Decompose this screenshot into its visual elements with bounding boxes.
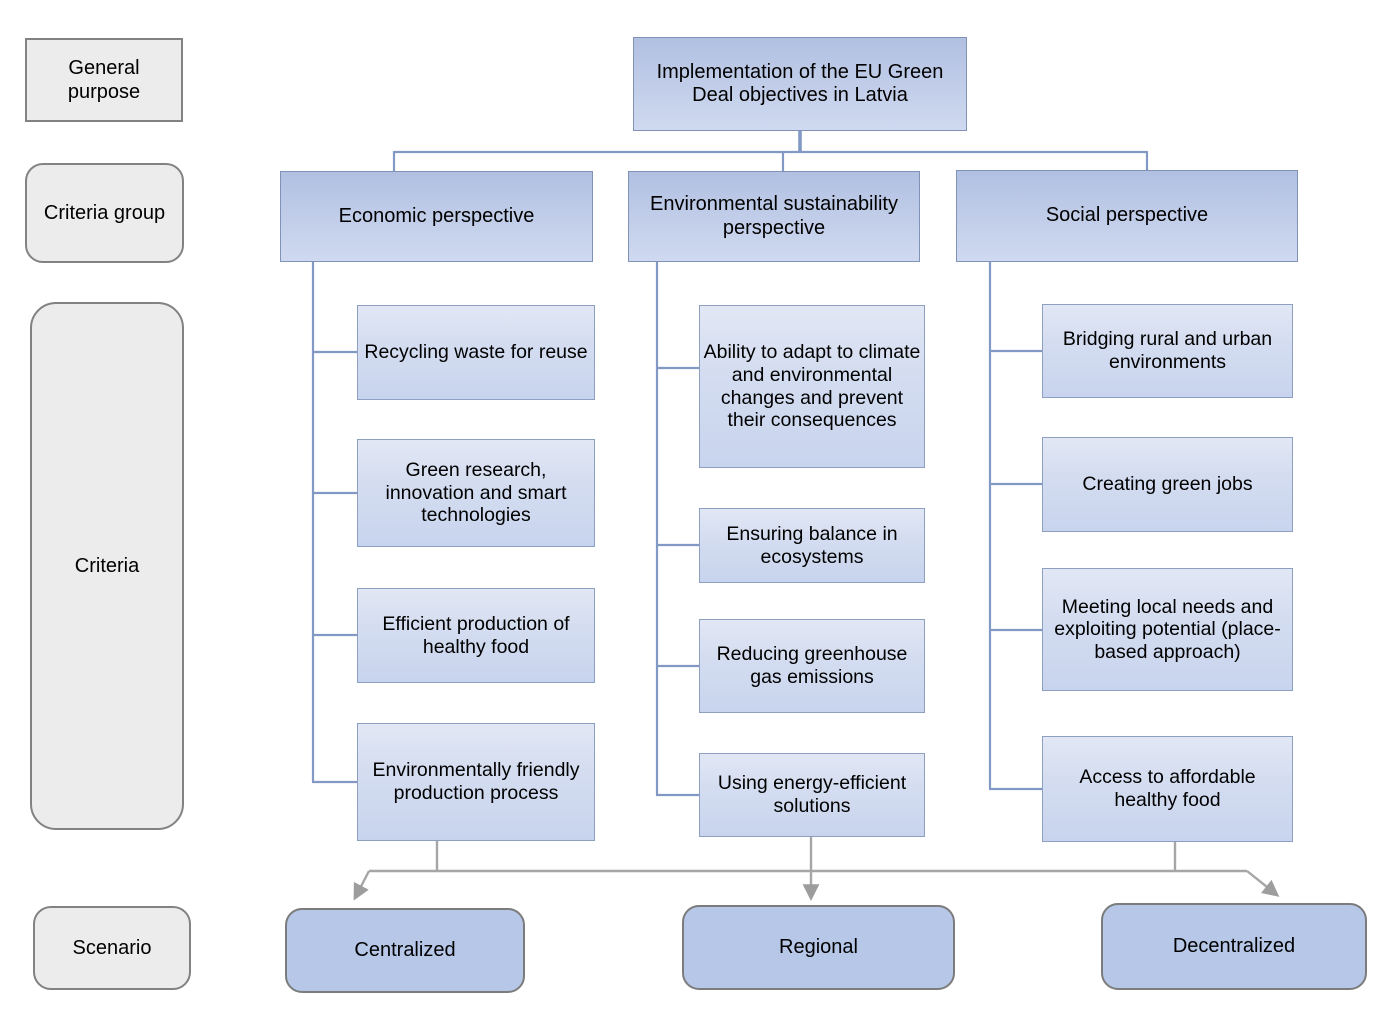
row-label-general-purpose: General purpose xyxy=(25,38,183,122)
criterion-environmental-3: Reducing greenhouse gas emissions xyxy=(699,619,925,713)
group-environmental: Environmental sustainability perspective xyxy=(628,171,920,262)
criterion-environmental-1: Ability to adapt to climate and environm… xyxy=(699,305,925,468)
criterion-social-4: Access to affordable healthy food xyxy=(1042,736,1293,842)
criterion-economic-1: Recycling waste for reuse xyxy=(357,305,595,400)
criterion-social-1: Bridging rural and urban environments xyxy=(1042,304,1293,398)
arrow-to-centralized xyxy=(353,870,371,901)
criterion-environmental-4: Using energy-efficient solutions xyxy=(699,753,925,837)
criterion-economic-3: Efficient production of healthy food xyxy=(357,588,595,683)
row-label-criteria: Criteria xyxy=(30,302,184,830)
scenario-decentralized: Decentralized xyxy=(1101,903,1367,990)
group-economic: Economic perspective xyxy=(280,171,593,262)
row-label-scenario: Scenario xyxy=(33,906,191,990)
root-node: Implementation of the EU Green Deal obje… xyxy=(633,37,967,131)
scenario-centralized: Centralized xyxy=(285,908,525,993)
scenario-regional: Regional xyxy=(682,905,955,990)
criterion-social-2: Creating green jobs xyxy=(1042,437,1293,532)
criterion-environmental-2: Ensuring balance in ecosystems xyxy=(699,508,925,583)
criterion-social-3: Meeting local needs and exploiting poten… xyxy=(1042,568,1293,691)
criterion-economic-4: Environmentally friendly production proc… xyxy=(357,723,595,841)
row-label-criteria-group: Criteria group xyxy=(25,163,184,263)
criterion-economic-2: Green research, innovation and smart tec… xyxy=(357,439,595,547)
group-social: Social perspective xyxy=(956,170,1298,262)
arrow-to-decentralized xyxy=(1246,870,1280,897)
